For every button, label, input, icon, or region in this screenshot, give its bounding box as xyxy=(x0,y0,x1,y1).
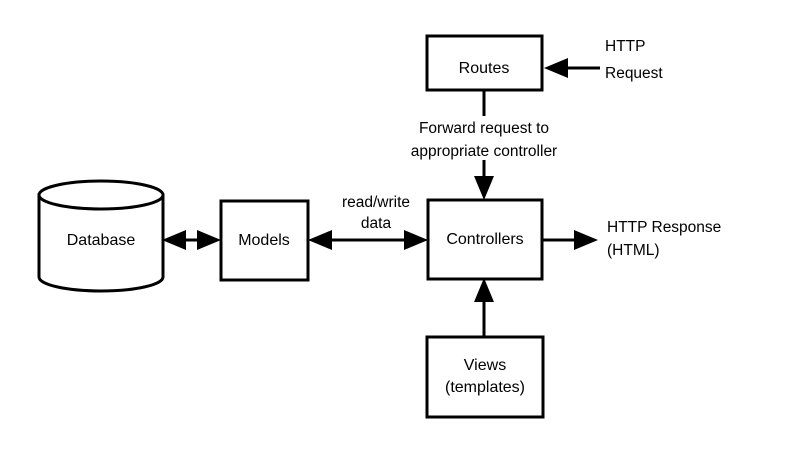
node-routes-label: Routes xyxy=(459,60,510,77)
label-read-write-line1: read/write xyxy=(342,194,410,211)
node-views-box[interactable] xyxy=(425,335,545,419)
label-http-response: HTTP Response (HTML) xyxy=(607,219,721,259)
label-http-request: HTTP Request xyxy=(605,38,663,82)
node-routes-box[interactable] xyxy=(425,34,544,92)
node-database-top-ellipse xyxy=(37,179,165,211)
arrowhead-to-models-from-db xyxy=(197,230,221,250)
label-forward-request-backdrop xyxy=(390,116,580,160)
node-models-box[interactable] xyxy=(219,199,310,282)
arrowhead-views-to-controllers xyxy=(474,278,494,302)
arrowhead-http-request xyxy=(544,58,568,78)
label-http-response-line2: (HTML) xyxy=(607,242,660,259)
arrowhead-http-response xyxy=(574,230,598,250)
edge-database-models xyxy=(162,230,221,250)
label-read-write-data: read/write data xyxy=(342,194,410,232)
node-database-body[interactable] xyxy=(37,193,165,293)
label-http-request-line1: HTTP xyxy=(605,38,645,55)
label-http-request-line2: Request xyxy=(605,65,663,82)
node-controllers-box[interactable] xyxy=(426,198,544,281)
edge-routes-to-controllers xyxy=(474,90,494,200)
label-read-write-line2: data xyxy=(361,215,392,232)
node-database[interactable]: Database xyxy=(37,179,165,293)
edge-http-request-to-routes xyxy=(544,58,600,78)
label-forward-request: Forward request to appropriate controlle… xyxy=(390,116,580,160)
node-views-label-line1: Views xyxy=(464,357,506,374)
node-routes[interactable]: Routes xyxy=(425,34,544,92)
node-views-label-line2: (templates) xyxy=(445,379,525,396)
node-controllers-label: Controllers xyxy=(446,231,523,248)
arrowhead-to-models xyxy=(308,230,332,250)
label-forward-request-line2: appropriate controller xyxy=(411,143,557,160)
node-views[interactable]: Views (templates) xyxy=(425,335,545,419)
label-forward-request-line1: Forward request to xyxy=(419,120,549,137)
edge-views-to-controllers xyxy=(474,278,494,337)
node-models[interactable]: Models xyxy=(219,199,310,282)
arrowhead-to-controllers xyxy=(404,230,428,250)
label-http-response-line1: HTTP Response xyxy=(607,219,721,236)
node-database-label: Database xyxy=(67,232,136,249)
node-models-label: Models xyxy=(238,232,290,249)
node-controllers[interactable]: Controllers xyxy=(426,198,544,281)
arrowhead-to-database xyxy=(162,230,186,250)
arrowhead-forward-request xyxy=(474,176,494,200)
edge-controllers-to-http-response xyxy=(542,230,598,250)
edge-models-controllers xyxy=(308,230,428,250)
